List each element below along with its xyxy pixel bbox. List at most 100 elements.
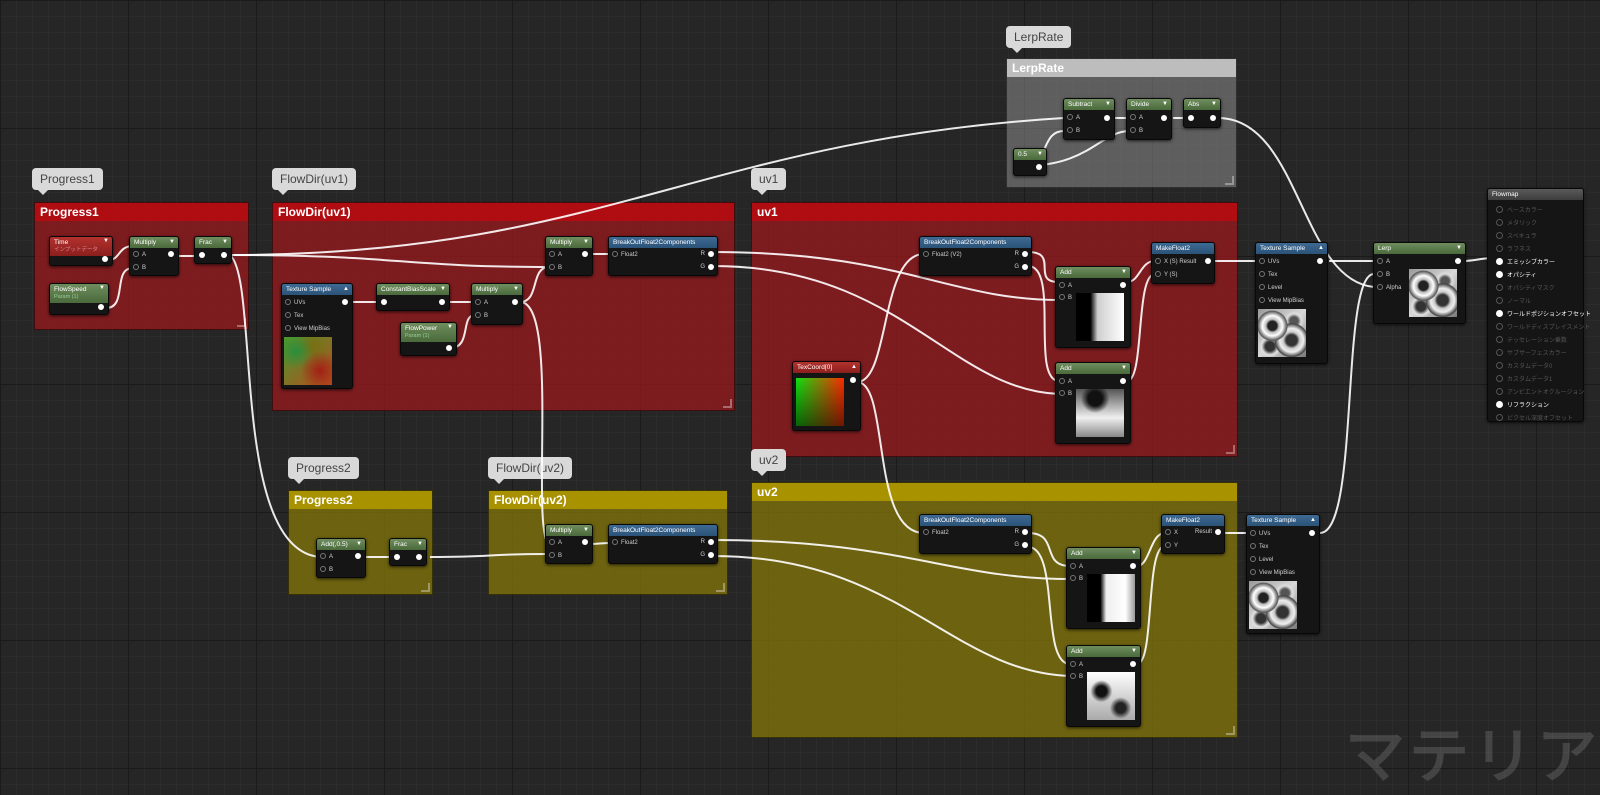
output-pin[interactable] <box>1036 164 1042 170</box>
material-output-pin[interactable]: アンビエントオクルージョン <box>1496 387 1584 396</box>
pin-a[interactable]: A <box>1130 114 1143 122</box>
breakout-node-flowdir-uv1[interactable]: BreakOutFloat2Components Float2 R G <box>608 236 718 276</box>
material-output-pin[interactable]: メタリック <box>1496 218 1537 227</box>
multiply-node-flowdir-mid[interactable]: Multiply▼ A B <box>471 283 523 325</box>
pin-b[interactable]: B <box>1059 294 1072 302</box>
material-output-pin[interactable]: ワールドディスプレイスメント <box>1496 322 1590 331</box>
output-pin[interactable] <box>98 304 104 310</box>
frac-node-progress1[interactable]: Frac▼ <box>194 236 232 264</box>
flowpower-node[interactable]: FlowPower▼Param (1) <box>400 322 457 356</box>
output-pin[interactable] <box>1205 258 1211 264</box>
input-pin[interactable] <box>381 299 387 305</box>
add-05-node[interactable]: Add(,0.5)▼ A B <box>316 538 366 578</box>
pin-b[interactable]: B <box>320 566 333 574</box>
lerp-node[interactable]: Lerp▼ A B Alpha <box>1373 242 1466 324</box>
input-pin[interactable] <box>394 554 400 560</box>
multiply-node-flowdir-uv2[interactable]: Multiply▼ A B <box>545 524 593 564</box>
output-pin-r[interactable] <box>708 539 714 545</box>
material-output-pin[interactable]: ワールドポジションオフセット <box>1496 309 1591 318</box>
output-pin[interactable] <box>1309 530 1315 536</box>
pin-uvs[interactable]: UVs <box>285 299 305 307</box>
pin-level[interactable]: Level <box>1259 284 1282 292</box>
output-pin[interactable] <box>1130 563 1136 569</box>
flowspeed-node[interactable]: FlowSpeed▼Param (1) <box>49 283 109 315</box>
pin-y-s[interactable]: Y (S) <box>1155 271 1178 279</box>
output-pin[interactable] <box>342 299 348 305</box>
material-output-pin[interactable]: リフラクション <box>1496 400 1549 409</box>
pin-r[interactable]: R <box>700 539 705 545</box>
output-pin[interactable] <box>1104 115 1110 121</box>
pin-b[interactable]: B <box>1067 127 1080 135</box>
pin-float2[interactable]: Float2 <box>923 529 949 537</box>
pin-x-s-result[interactable]: X (S) Result <box>1155 258 1196 266</box>
output-pin-r[interactable] <box>1022 529 1028 535</box>
material-output-pin[interactable]: サブサーフェスカラー <box>1496 348 1567 357</box>
resize-handle[interactable] <box>421 583 430 592</box>
pin-uvs[interactable]: UVs <box>1259 258 1279 266</box>
pin-view-mip-bias[interactable]: View MipBias <box>1259 297 1304 305</box>
pin-a[interactable]: A <box>1070 661 1083 669</box>
output-pin[interactable] <box>1161 115 1167 121</box>
output-pin[interactable] <box>439 299 445 305</box>
material-output-pin[interactable]: カスタムデータ0 <box>1496 361 1552 370</box>
pin-y[interactable]: Y <box>1165 542 1178 550</box>
pin-b[interactable]: B <box>1130 127 1143 135</box>
texture-sample-uv2-node[interactable]: Texture Sample▲ UVs Tex Level View MipBi… <box>1246 514 1320 634</box>
add-node-uv2-b[interactable]: Add▼ A B <box>1066 645 1141 727</box>
pin-a[interactable]: A <box>549 251 562 259</box>
constant-05-node[interactable]: 0.5▼ <box>1013 148 1047 176</box>
subtract-node[interactable]: Subtract▼ A B <box>1063 98 1115 140</box>
constant-bias-scale-node[interactable]: ConstantBiasScale▼ <box>376 283 450 311</box>
breakout-node-uv2[interactable]: BreakOutFloat2Components Float2 R G <box>919 514 1032 554</box>
pin-b[interactable]: B <box>1059 390 1072 398</box>
output-pin[interactable] <box>1455 258 1461 264</box>
frac-node-progress2[interactable]: Frac▼ <box>389 538 427 566</box>
add-node-uv1-b[interactable]: Add▼ A B <box>1055 362 1131 444</box>
pin-g[interactable]: G <box>1014 264 1019 270</box>
pin-g[interactable]: G <box>700 552 705 558</box>
material-output-pin[interactable]: ベースカラー <box>1496 205 1543 214</box>
material-output-pin[interactable]: オパシティ <box>1496 270 1537 279</box>
material-output-pin[interactable]: カスタムデータ1 <box>1496 374 1552 383</box>
pin-a[interactable]: A <box>1070 563 1083 571</box>
texture-sample-flowdir-node[interactable]: Texture Sample▲ UVs Tex View MipBias <box>281 283 353 389</box>
makefloat2-node-uv2[interactable]: MakeFloat2 X Y Result <box>1161 514 1225 554</box>
pin-x[interactable]: X <box>1165 529 1178 537</box>
resize-handle[interactable] <box>1226 445 1235 454</box>
pin-a[interactable]: A <box>1059 378 1072 386</box>
output-pin[interactable] <box>582 251 588 257</box>
add-node-uv2-a[interactable]: Add▼ A B <box>1066 547 1141 629</box>
pin-uvs[interactable]: UVs <box>1250 530 1270 538</box>
input-pin[interactable] <box>199 252 205 258</box>
time-node[interactable]: Time▼インプットデータ <box>49 236 113 266</box>
pin-b[interactable]: B <box>1377 271 1390 279</box>
pin-float2[interactable]: Float2 <box>612 539 638 547</box>
material-output-pin[interactable]: ピクセル深度オフセット <box>1496 413 1573 422</box>
resize-handle[interactable] <box>1225 176 1234 185</box>
material-output-pin[interactable]: スペキュラ <box>1496 231 1537 240</box>
output-pin[interactable] <box>355 553 361 559</box>
resize-handle[interactable] <box>723 399 732 408</box>
material-output-pin[interactable]: エミッシブカラー <box>1496 257 1555 266</box>
output-pin[interactable] <box>582 539 588 545</box>
resize-handle[interactable] <box>237 318 246 327</box>
output-pin-g[interactable] <box>1022 264 1028 270</box>
divide-node[interactable]: Divide▼ A B <box>1126 98 1172 140</box>
pin-r[interactable]: R <box>700 251 705 257</box>
output-pin[interactable] <box>1210 115 1216 121</box>
output-pin-g[interactable] <box>1022 542 1028 548</box>
output-pin[interactable] <box>1120 282 1126 288</box>
pin-view-mip-bias[interactable]: View MipBias <box>1250 569 1295 577</box>
texcoord-node[interactable]: TexCoord[0]▲ <box>792 361 861 431</box>
pin-tex[interactable]: Tex <box>1250 543 1268 551</box>
pin-r[interactable]: R <box>1014 251 1019 257</box>
multiply-node-progress1[interactable]: Multiply▼ A B <box>129 236 179 276</box>
output-pin-g[interactable] <box>708 264 714 270</box>
output-pin[interactable] <box>102 256 108 262</box>
pin-b[interactable]: B <box>549 552 562 560</box>
output-pin[interactable] <box>1215 529 1221 535</box>
material-output-pin[interactable]: オパシティマスク <box>1496 283 1555 292</box>
pin-r[interactable]: R <box>1014 529 1019 535</box>
material-output-pin[interactable]: ノーマル <box>1496 296 1531 305</box>
material-output-pin[interactable]: ラフネス <box>1496 244 1531 253</box>
